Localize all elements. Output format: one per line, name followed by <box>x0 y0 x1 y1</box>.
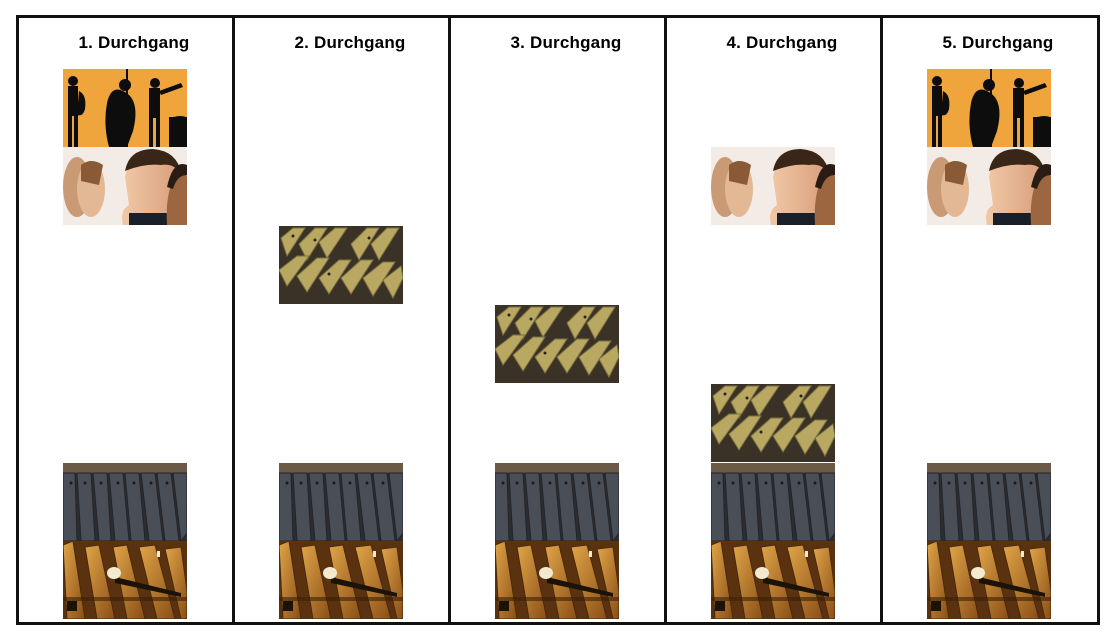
singing-children-photo <box>927 147 1051 225</box>
column-title-3: 3. Durchgang <box>510 33 622 52</box>
metallophone-photo <box>711 463 835 541</box>
column-title-5: 5. Durchgang <box>942 33 1054 52</box>
metallophone-photo <box>495 463 619 541</box>
column-title-1: 1. Durchgang <box>78 33 190 52</box>
xylophone-photo <box>927 541 1051 619</box>
xylophone-photo <box>711 541 835 619</box>
metallophone-photo <box>279 463 403 541</box>
singing-children-photo <box>711 147 835 225</box>
singing-children-photo <box>63 147 187 225</box>
xylophone-photo <box>63 541 187 619</box>
glockenspiel-photo <box>279 226 403 304</box>
column-title-4: 4. Durchgang <box>726 33 838 52</box>
glockenspiel-photo <box>495 305 619 383</box>
xylophone-photo <box>279 541 403 619</box>
glockenspiel-photo <box>711 384 835 462</box>
column-divider <box>880 15 883 625</box>
column-title-2: 2. Durchgang <box>294 33 406 52</box>
table-frame <box>16 15 1100 625</box>
xylophone-photo <box>495 541 619 619</box>
metallophone-photo <box>927 463 1051 541</box>
metallophone-photo <box>63 463 187 541</box>
column-divider <box>232 15 235 625</box>
jazz-band-photo <box>927 69 1051 147</box>
column-divider <box>448 15 451 625</box>
jazz-band-photo <box>63 69 187 147</box>
column-divider <box>664 15 667 625</box>
